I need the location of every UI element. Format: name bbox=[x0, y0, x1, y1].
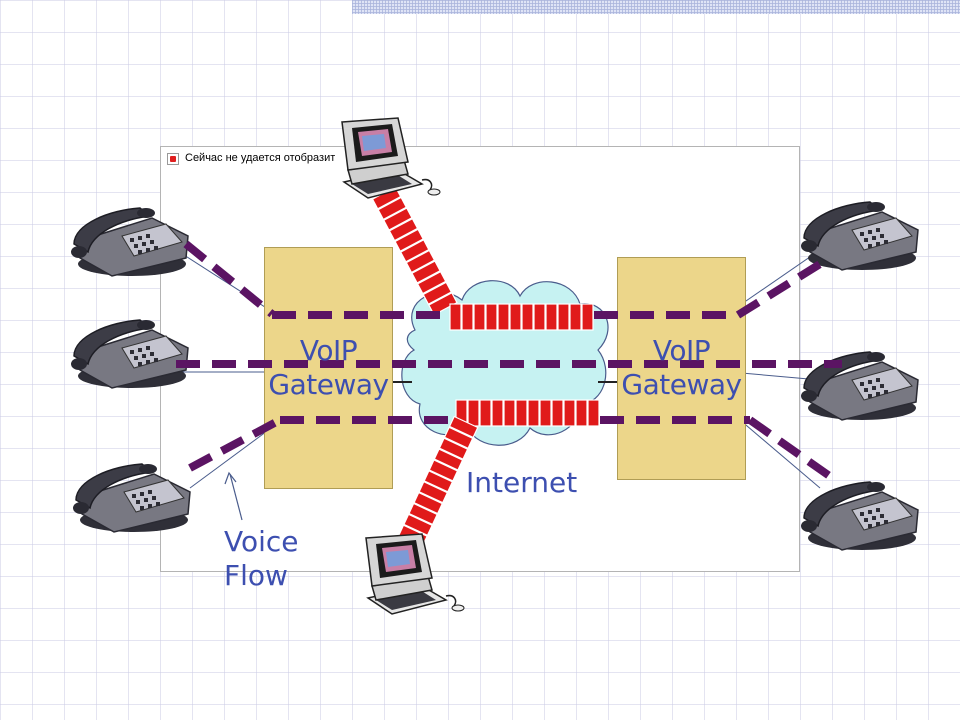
gateway-label-line2: Gateway bbox=[268, 368, 389, 401]
internet-label: Internet bbox=[466, 466, 578, 499]
voice-flow-label: Voice Flow bbox=[224, 525, 299, 593]
voice-flow-label-line1: Voice bbox=[224, 525, 299, 558]
gateway-label-left: VoIP Gateway bbox=[264, 334, 393, 402]
data-flow-red-blocks bbox=[371, 186, 600, 548]
gateway-label-line1: VoIP bbox=[652, 334, 711, 367]
gateway-label-right: VoIP Gateway bbox=[617, 334, 746, 402]
voice-flow-dashed-lines bbox=[176, 240, 842, 486]
voice-flow-arrow bbox=[224, 471, 243, 521]
gateway-label-line2: Gateway bbox=[621, 368, 742, 401]
voip-gateway-right bbox=[617, 257, 746, 480]
broken-image-icon bbox=[167, 153, 179, 165]
top-decorative-band bbox=[352, 0, 960, 14]
gateway-label-line1: VoIP bbox=[299, 334, 358, 367]
voice-flow-label-line2: Flow bbox=[224, 559, 288, 592]
broken-image-text: Сейчас не удается отобразить р bbox=[185, 152, 335, 164]
